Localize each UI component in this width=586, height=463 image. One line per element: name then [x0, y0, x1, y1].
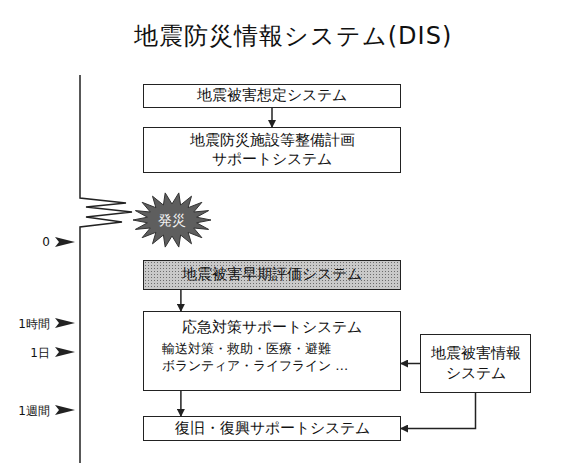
box-heading: 応急対策サポートシステム — [182, 318, 362, 338]
arrow-connector — [180, 391, 182, 416]
box-heading: 地震防災施設等整備計画 サポートシステム — [144, 131, 400, 170]
box-body: 輸送対策・救助・医療・避難 ボランティア・ライフライン … — [144, 340, 387, 375]
system-box: 地震被害早期評価システム — [143, 260, 401, 290]
system-box: 地震被害想定システム — [143, 84, 401, 108]
system-box: 応急対策サポートシステム輸送対策・救助・医療・避難 ボランティア・ライフライン … — [143, 311, 401, 391]
system-box: 復旧・復興サポートシステム — [143, 416, 401, 441]
arrow-connector — [401, 363, 420, 365]
box-heading: 地震被害情報 システム — [421, 344, 530, 383]
arrow-connector — [401, 393, 476, 429]
tick-marker — [55, 237, 75, 247]
event-starburst: 発災 — [132, 192, 212, 248]
starburst-outline — [133, 193, 211, 247]
diagram-title: 地震防災情報システム(DIS) — [0, 20, 586, 52]
system-box: 地震被害情報 システム — [420, 334, 531, 393]
time-label: 1週間 — [0, 403, 50, 420]
system-box: 地震防災施設等整備計画 サポートシステム — [143, 127, 401, 173]
box-heading: 地震被害早期評価システム — [182, 265, 362, 285]
time-label: 1時間 — [0, 316, 50, 333]
time-label: 1日 — [0, 345, 50, 362]
tick-marker — [55, 405, 75, 415]
box-heading: 地震被害想定システム — [197, 86, 347, 106]
tick-marker — [55, 347, 75, 357]
arrow-connector — [271, 108, 273, 127]
time-label: 0 — [0, 235, 50, 249]
time-axis — [80, 75, 132, 463]
box-heading: 発災 — [158, 211, 186, 229]
tick-marker — [55, 318, 75, 328]
box-heading: 復旧・復興サポートシステム — [175, 419, 370, 439]
arrow-connector — [180, 290, 182, 311]
